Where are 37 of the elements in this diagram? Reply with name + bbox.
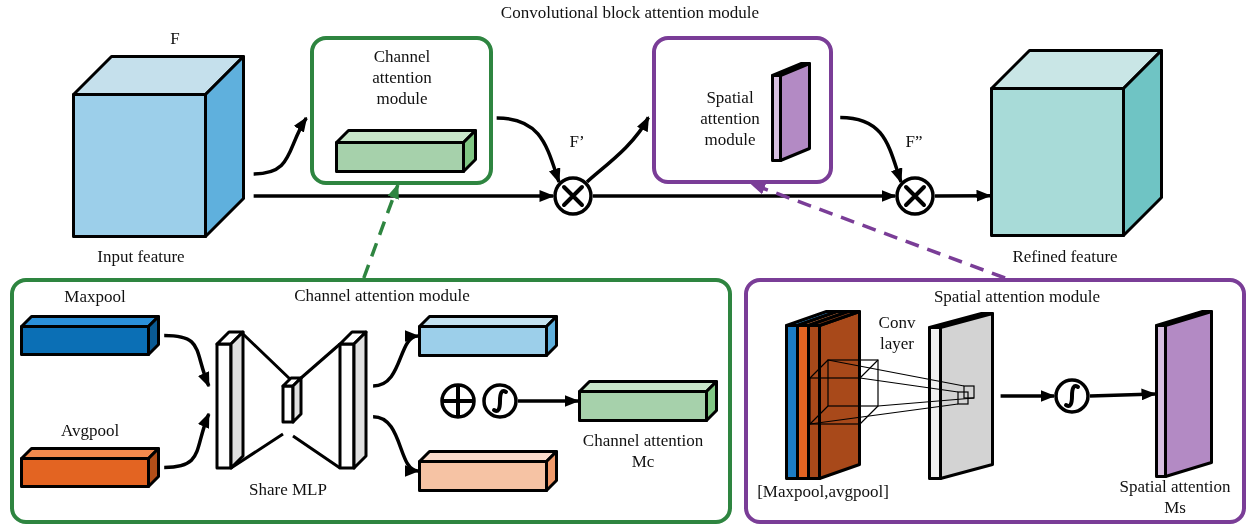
module-box <box>744 278 1246 524</box>
node-label: Avgpool <box>59 420 121 441</box>
module-box <box>652 36 833 184</box>
module-title: Channel attention module <box>293 285 471 306</box>
feature-symbol-label: F” <box>904 131 924 152</box>
arrow <box>518 395 580 407</box>
arrow <box>372 333 420 388</box>
node-label: Refined feature <box>1011 246 1119 267</box>
node-label: Input feature <box>96 246 186 267</box>
dashed-arrow <box>362 183 400 279</box>
dashed-arrow <box>750 182 1006 280</box>
feature-symbol-label: F’ <box>568 131 586 152</box>
module-title: Spatial attention module <box>699 87 761 150</box>
node-label: [Maxpool,avgpool] <box>756 481 890 502</box>
module-box <box>10 278 732 524</box>
node-label: F <box>169 28 181 49</box>
node-label: Spatial attention Ms <box>1118 476 1232 518</box>
node-label: Maxpool <box>63 286 127 307</box>
arrow <box>1000 390 1056 402</box>
module-title: Spatial attention module <box>932 286 1102 307</box>
node-label: Channel attention Mc <box>581 430 705 472</box>
arrow <box>253 116 308 176</box>
module-box <box>310 36 493 185</box>
arrow <box>593 190 897 202</box>
node-label: Share MLP <box>248 479 328 500</box>
arrow <box>253 190 555 202</box>
module-title: Channel attention module <box>371 46 433 109</box>
arrow <box>372 415 420 474</box>
node-label: Conv layer <box>877 312 917 354</box>
arrow <box>164 412 211 470</box>
arrow <box>935 189 992 202</box>
diagram-title: Convolutional block attention module <box>499 2 761 23</box>
arrow <box>496 116 561 184</box>
arrow <box>840 115 903 184</box>
arrow <box>164 333 211 388</box>
arrow <box>1089 388 1157 401</box>
arrow <box>585 116 650 184</box>
